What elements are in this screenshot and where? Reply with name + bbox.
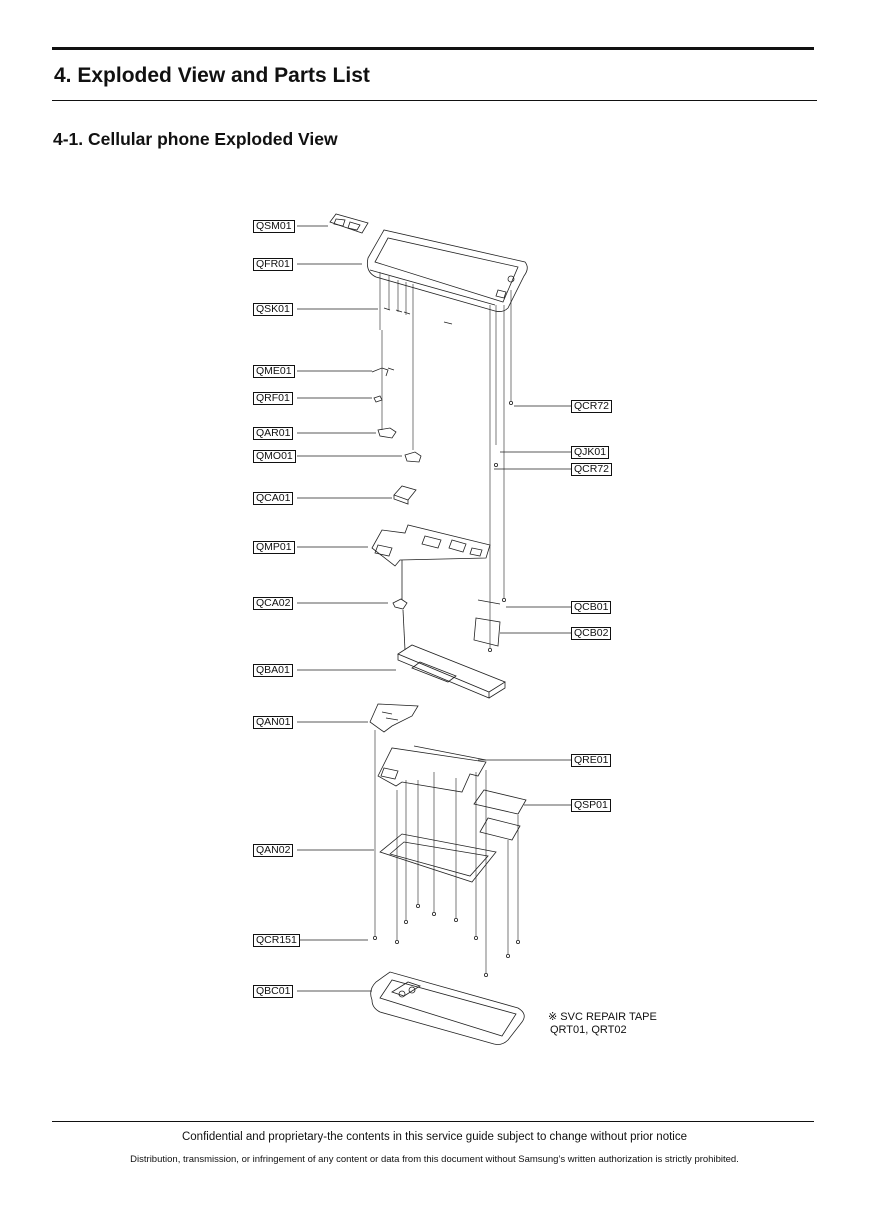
part-label: QCR72 — [571, 463, 613, 476]
part-label: QBC01 — [253, 985, 294, 998]
part-label: QRF01 — [253, 392, 293, 405]
part-label: QRE01 — [571, 754, 612, 767]
guide-lines — [379, 272, 512, 650]
sub-parts — [392, 560, 501, 651]
speaker-module — [473, 789, 527, 841]
part-label: QAN02 — [253, 844, 294, 857]
screw-dots — [372, 400, 521, 978]
top-rule — [52, 47, 814, 50]
small-parts — [371, 307, 453, 463]
section-title: 4-1. Cellular phone Exploded View — [53, 129, 338, 149]
page-title: 4. Exploded View and Parts List — [54, 64, 370, 87]
antenna-bottom — [379, 833, 497, 883]
note-line-2: QRT01, QRT02 — [550, 1024, 627, 1036]
part-label: QBA01 — [253, 664, 293, 677]
repair-tape-note: ※ SVC REPAIR TAPE QRT01, QRT02 — [548, 1011, 657, 1037]
footer-confidential: Confidential and proprietary-the content… — [181, 1131, 687, 1143]
main-pcb — [371, 524, 491, 567]
part-label: QJK01 — [571, 446, 610, 459]
part-label: QCR151 — [253, 934, 300, 947]
leader-lines — [297, 225, 571, 992]
part-label: QCA01 — [253, 492, 294, 505]
part-label: QMO01 — [253, 450, 296, 463]
part-label: QME01 — [253, 365, 295, 378]
part-label: QCA02 — [253, 597, 294, 610]
screw-lines — [374, 730, 519, 975]
rear-case — [377, 745, 487, 793]
part-label: QSK01 — [253, 303, 293, 316]
part-label: QCR72 — [571, 400, 613, 413]
camera-module — [393, 485, 417, 505]
back-cover — [370, 971, 525, 1045]
antenna-top — [369, 703, 419, 733]
part-label: QSP01 — [571, 799, 611, 812]
footer-rule — [52, 1121, 814, 1122]
part-label: QCB01 — [571, 601, 612, 614]
front-display-assembly — [366, 229, 528, 312]
note-line-1: ※ SVC REPAIR TAPE — [548, 1011, 657, 1023]
part-label: QMP01 — [253, 541, 295, 554]
footer-distribution: Distribution, transmission, or infringem… — [130, 1154, 739, 1165]
battery — [397, 644, 506, 699]
title-rule — [52, 100, 817, 101]
part-label: QAR01 — [253, 427, 294, 440]
part-label: QCB02 — [571, 627, 612, 640]
part-label: QAN01 — [253, 716, 294, 729]
part-label: QFR01 — [253, 258, 293, 271]
part-label: QSM01 — [253, 220, 295, 233]
sim-tray — [329, 213, 369, 234]
